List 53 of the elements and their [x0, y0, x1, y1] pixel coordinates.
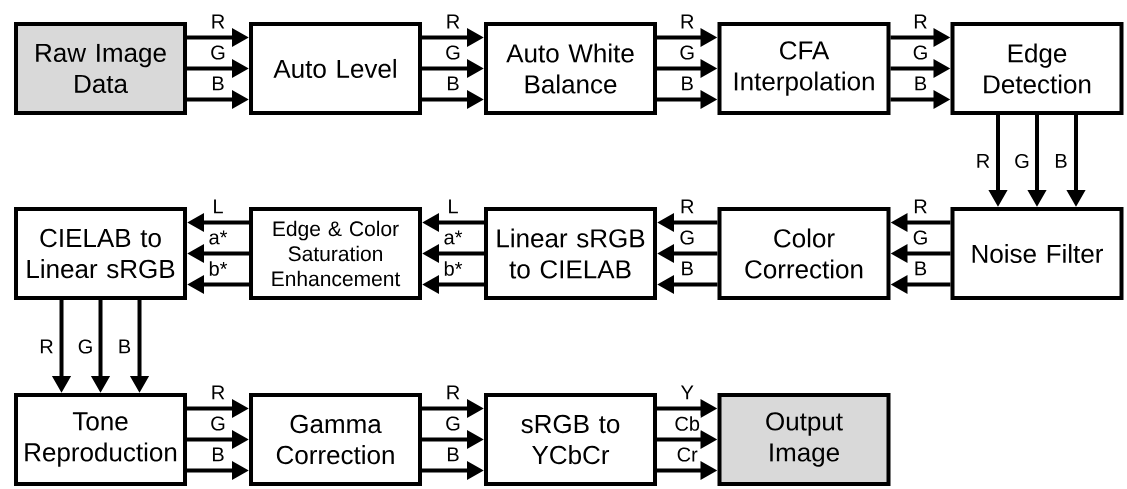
edge-label: G [444, 415, 462, 432]
process-box: Auto Level [249, 22, 422, 115]
edge-label: G [209, 44, 227, 61]
process-box: Color Correction [717, 207, 891, 300]
edge-label: G [209, 415, 227, 432]
process-box: Edge Detection [950, 22, 1124, 115]
edge-label: R [912, 199, 929, 214]
edge-label: B [680, 76, 695, 91]
process-box: Auto White Balance [484, 22, 657, 115]
edge-label: a* [208, 230, 228, 245]
edge-label: G [444, 44, 462, 61]
edge-label: G [77, 338, 94, 355]
edge-label: G [912, 229, 929, 246]
edge-label: B [210, 76, 226, 91]
edge-label: B [680, 261, 695, 276]
process-box: Edge & Color Saturation Enhancement [249, 207, 422, 300]
edge-label: B [445, 447, 461, 462]
process-box: CIELAB to Linear sRGB [14, 207, 187, 300]
process-box: Linear sRGB to CIELAB [484, 207, 657, 300]
edge-label: R [679, 14, 695, 29]
edge-label: R [445, 385, 461, 400]
edge-label: L [211, 199, 225, 214]
edge-label: G [678, 44, 696, 61]
edge-label: R [210, 14, 226, 29]
process-box: Output Image [717, 393, 891, 486]
process-box: Tone Reproduction [14, 393, 187, 486]
edge-label: L [446, 199, 460, 214]
process-box: CFA Interpolation [717, 22, 891, 115]
edge-label: G [1013, 153, 1031, 169]
process-box: Raw Image Data [14, 22, 187, 115]
process-box: Noise Filter [950, 207, 1124, 300]
edge-label: a* [443, 230, 463, 245]
edge-label: b* [443, 260, 463, 277]
edge-label: R [912, 14, 929, 29]
process-box: Gamma Correction [249, 393, 422, 486]
edge-label: Cr [676, 446, 699, 463]
edge-label: R [679, 199, 695, 214]
edge-label: R [210, 385, 226, 400]
edge-label: B [913, 76, 928, 91]
edge-label: R [445, 14, 461, 29]
edge-label: R [38, 339, 55, 354]
edge-label: B [210, 447, 226, 462]
edge-label: b* [208, 260, 228, 277]
edge-label: G [678, 229, 696, 246]
edge-label: B [1053, 153, 1069, 169]
edge-label: Cb [673, 415, 701, 432]
edge-label: R [975, 153, 991, 169]
edge-label: B [913, 261, 928, 276]
edge-label: B [445, 76, 461, 91]
edge-label: G [912, 44, 929, 61]
process-box: sRGB to YCbCr [484, 393, 657, 486]
edge-label: B [117, 339, 132, 354]
edge-label: Y [680, 385, 695, 400]
